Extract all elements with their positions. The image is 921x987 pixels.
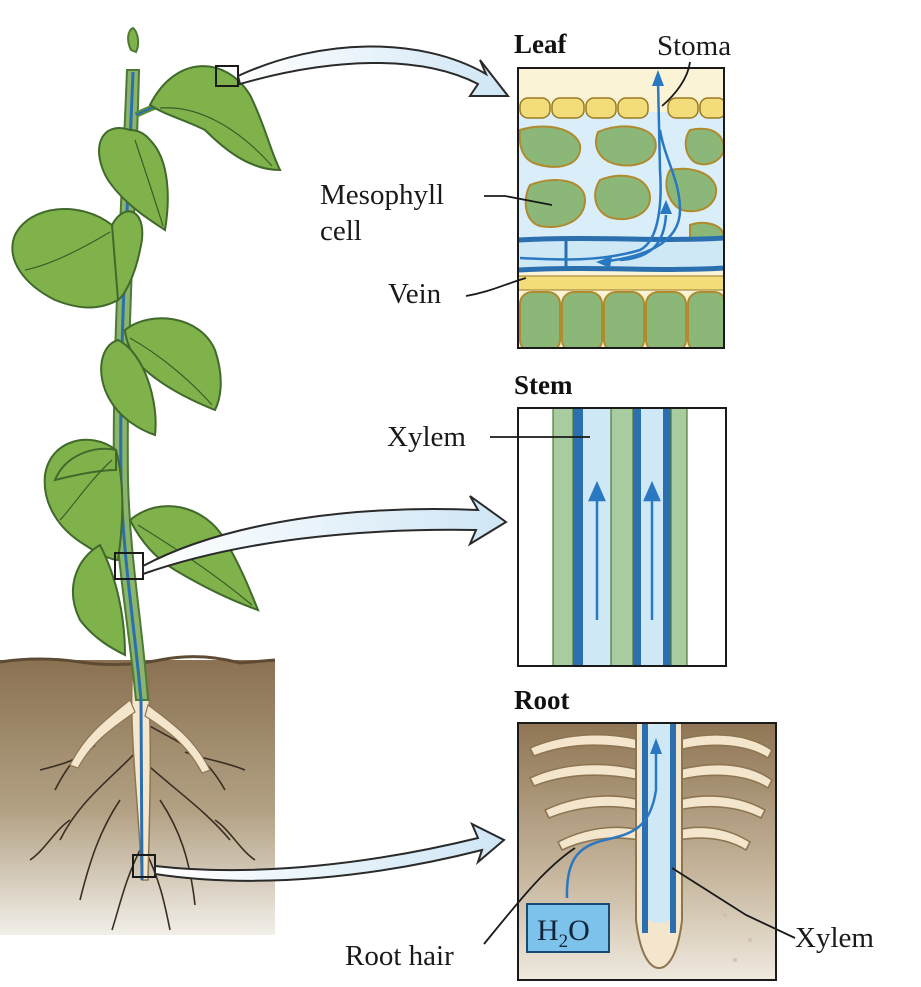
stem-panel-title: Stem <box>514 370 573 400</box>
stem-longitudinal-section <box>518 407 726 667</box>
leaf-cross-section <box>518 68 724 348</box>
root-hair-label: Root hair <box>345 940 454 972</box>
plant-illustration <box>0 26 282 935</box>
water-label: H2O <box>537 914 590 952</box>
soil-surface <box>0 655 276 667</box>
mesophyll-cells <box>518 125 724 245</box>
root-callout-arrow <box>154 821 506 882</box>
water-molecule-badge <box>526 903 610 953</box>
leaf-water-flow <box>519 79 682 264</box>
stem-xylem-label: Xylem <box>387 421 466 453</box>
root-hairs <box>528 733 774 852</box>
upper-epidermis <box>519 97 724 119</box>
leaf-panel-title: Leaf <box>514 29 567 59</box>
stoma-label: Stoma <box>657 30 731 62</box>
vein-label: Vein <box>388 278 442 310</box>
stem-upward-flow-arrows <box>588 480 661 620</box>
root-water-path <box>565 752 658 899</box>
leaf-callout-arrow <box>236 45 511 97</box>
callout-arrows <box>142 45 511 882</box>
mesophyll-label-line1: Mesophyll <box>320 179 444 211</box>
leaf-veins <box>24 107 273 606</box>
mesophyll-label-line2: cell <box>320 215 362 247</box>
stem-callout-arrow <box>142 495 508 576</box>
root-panel-title: Root <box>514 685 570 715</box>
root-xylem-label: Xylem <box>795 922 874 954</box>
